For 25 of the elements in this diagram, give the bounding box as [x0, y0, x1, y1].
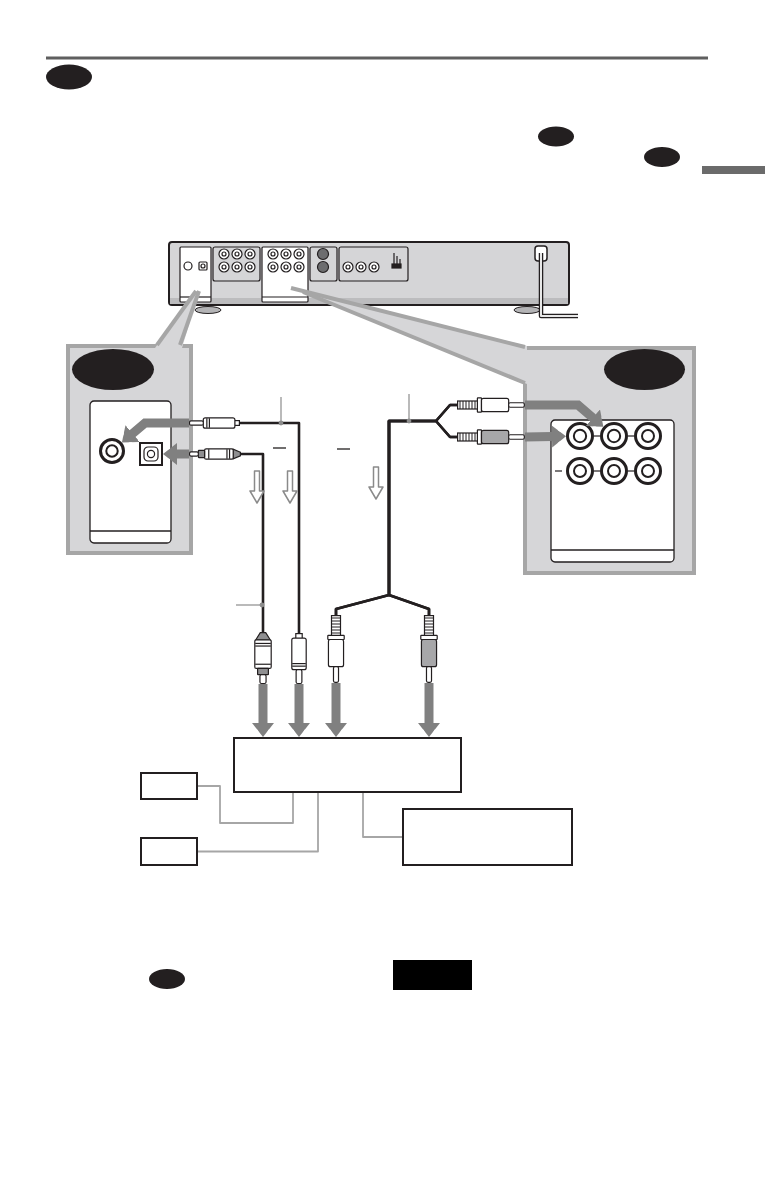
device-box	[140, 772, 198, 800]
cable-plug	[189, 417, 240, 429]
device-box	[140, 837, 198, 866]
arrow	[418, 683, 440, 737]
arrow	[252, 684, 274, 737]
arrow	[163, 443, 189, 465]
cable-plug	[457, 429, 525, 445]
device-box	[233, 737, 462, 793]
cable-plug	[189, 448, 241, 460]
cable-plug	[327, 615, 345, 683]
arrow	[524, 425, 567, 448]
cable-plug	[254, 632, 272, 684]
connection-line	[197, 792, 319, 853]
cable	[241, 452, 265, 632]
connection-line	[362, 792, 403, 838]
arrow	[325, 683, 347, 737]
cable-plug	[457, 397, 525, 413]
cable-plug	[420, 615, 438, 683]
connection-line	[197, 785, 294, 824]
cable	[240, 421, 301, 633]
arrow	[288, 684, 310, 737]
device-box	[402, 808, 573, 866]
cable-plug	[291, 633, 307, 684]
zoom-inset-panel	[523, 346, 696, 575]
optical-jack	[139, 442, 163, 466]
